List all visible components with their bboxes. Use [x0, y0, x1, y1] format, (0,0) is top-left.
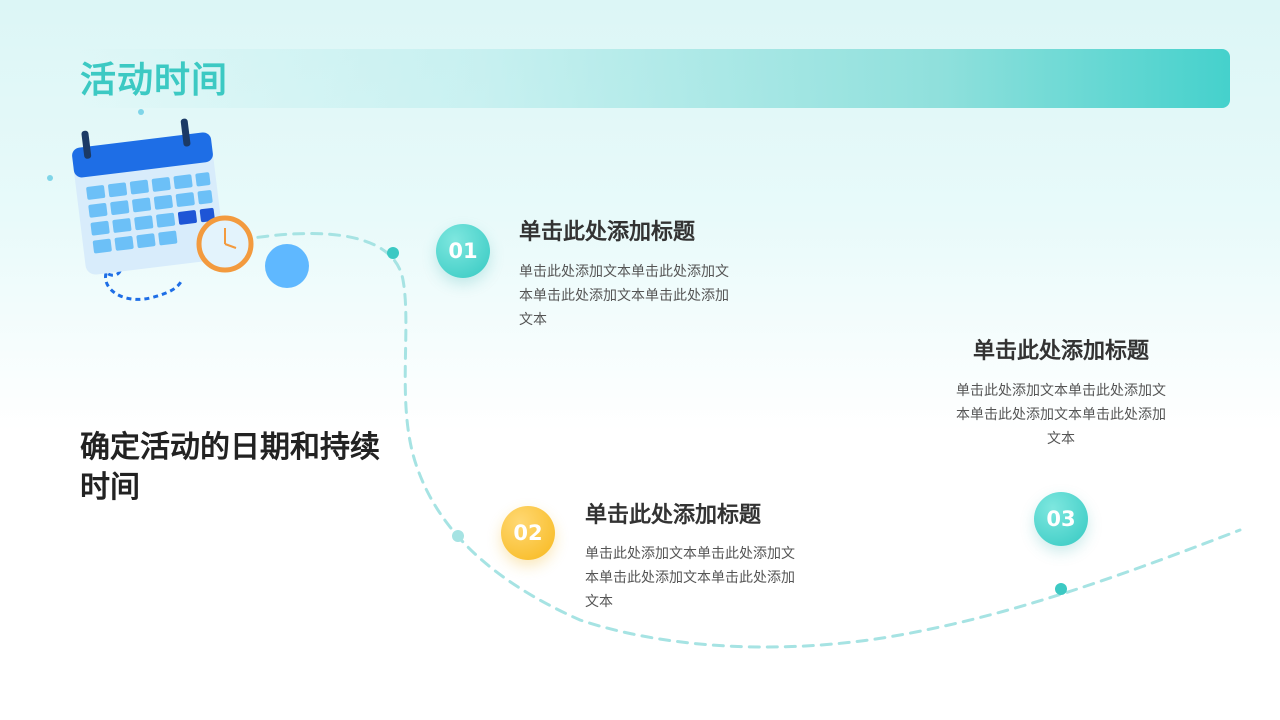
deco-dot	[47, 175, 53, 181]
step-title-01[interactable]: 单击此处添加标题	[519, 218, 695, 248]
step-title-02[interactable]: 单击此处添加标题	[585, 501, 761, 531]
path-dot	[452, 530, 464, 542]
step-title-03[interactable]: 单击此处添加标题	[950, 337, 1172, 367]
deco-dot	[138, 109, 144, 115]
path-dot	[387, 247, 399, 259]
step-desc-03[interactable]: 单击此处添加文本单击此处添加文本单击此处添加文本单击此处添加文本	[951, 379, 1171, 451]
step-desc-02[interactable]: 单击此处添加文本单击此处添加文本单击此处添加文本单击此处添加文本	[585, 542, 805, 614]
step-badge-02: 02	[501, 506, 555, 560]
step-desc-01[interactable]: 单击此处添加文本单击此处添加文本单击此处添加文本单击此处添加文本	[519, 260, 739, 332]
calendar-clock-icon	[69, 116, 251, 300]
deco-blue-circle	[265, 244, 309, 288]
step-badge-01: 01	[436, 224, 490, 278]
step-badge-03: 03	[1034, 492, 1088, 546]
main-heading: 确定活动的日期和持续时间	[80, 428, 390, 508]
path-dot	[1055, 583, 1067, 595]
